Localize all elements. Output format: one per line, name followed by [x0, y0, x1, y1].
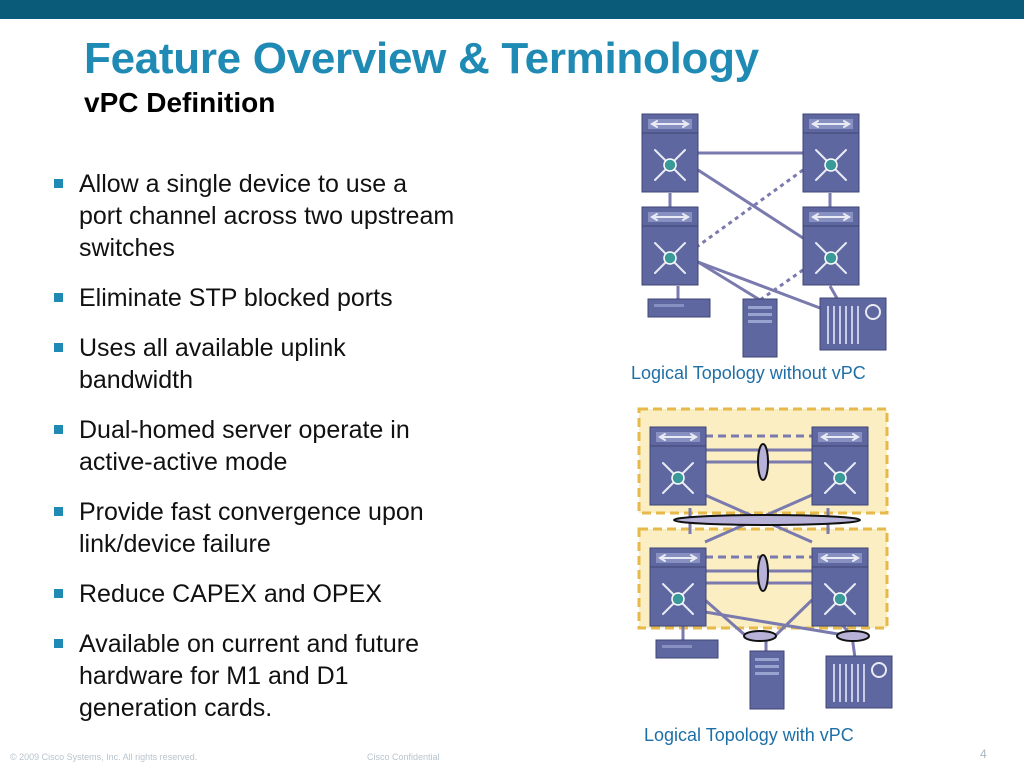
- bullet-item: Available on current and future hardware …: [54, 628, 534, 724]
- copyright-footer: © 2009 Cisco Systems, Inc. All rights re…: [10, 752, 198, 762]
- bullet-text-line: link/device failure: [79, 530, 271, 558]
- slide-subtitle: vPC Definition: [84, 87, 276, 118]
- bullet-square-icon: [54, 425, 63, 434]
- bullet-square-icon: [54, 343, 63, 352]
- bullet-list: Allow a single device to use a port chann…: [54, 168, 534, 742]
- top-bar: [0, 0, 1024, 19]
- bullet-text-line: Eliminate STP blocked ports: [79, 284, 393, 312]
- switch-icon: [811, 426, 869, 506]
- bullet-text-line: generation cards.: [79, 694, 273, 722]
- bullet-text-line: Allow a single device to use a: [79, 170, 407, 198]
- bullet-item: Dual-homed server operate in active-activ…: [54, 414, 534, 478]
- blocked-links: [697, 168, 804, 302]
- bullet-item: Eliminate STP blocked ports: [54, 282, 534, 314]
- bullet-square-icon: [54, 293, 63, 302]
- caption-without-vpc: Logical Topology without vPC: [631, 363, 866, 383]
- switch-icon: [802, 113, 860, 193]
- switch-icon: [641, 113, 699, 193]
- page-number: 4: [980, 747, 987, 761]
- bullet-item: Reduce CAPEX and OPEX: [54, 578, 534, 610]
- bullet-item: Uses all available uplink bandwidth: [54, 332, 534, 396]
- topology-without-vpc: [641, 113, 887, 358]
- server-icon: [749, 650, 785, 710]
- bullet-text-line: active-active mode: [79, 448, 288, 476]
- bullet-text-line: Available on current and future: [79, 630, 420, 658]
- bullet-text-line: Dual-homed server operate in: [79, 416, 410, 444]
- port-channel-ellipses: [673, 443, 870, 642]
- switch-icon: [649, 547, 707, 627]
- bullet-text-line: Uses all available uplink: [79, 334, 346, 362]
- bullet-text-line: switches: [79, 234, 175, 262]
- bullet-square-icon: [54, 507, 63, 516]
- storage-icon: [825, 655, 893, 709]
- bullet-text-line: bandwidth: [79, 366, 193, 394]
- confidential-footer: Cisco Confidential: [367, 752, 440, 762]
- server-icon: [742, 298, 778, 358]
- bullet-text-line: port channel across two upstream: [79, 202, 455, 230]
- peer-keepalive-links: [705, 434, 812, 559]
- switch-icon: [641, 206, 699, 286]
- switch-icon: [802, 206, 860, 286]
- host-icon: [647, 298, 711, 318]
- bullet-text-line: Reduce CAPEX and OPEX: [79, 580, 382, 608]
- storage-icon: [819, 297, 887, 351]
- slide-title: Feature Overview & Terminology: [84, 34, 759, 83]
- switch-icon: [811, 547, 869, 627]
- bullet-item: Provide fast convergence upon link/device…: [54, 496, 534, 560]
- topology-with-vpc: [637, 407, 893, 710]
- caption-with-vpc: Logical Topology with vPC: [644, 725, 854, 745]
- bullet-square-icon: [54, 639, 63, 648]
- bullet-text-line: Provide fast convergence upon: [79, 498, 424, 526]
- bullet-item: Allow a single device to use a port chann…: [54, 168, 534, 264]
- bullet-square-icon: [54, 589, 63, 598]
- switch-icon: [649, 426, 707, 506]
- bullet-square-icon: [54, 179, 63, 188]
- bullet-text-line: hardware for M1 and D1: [79, 662, 349, 690]
- host-icon: [655, 639, 719, 659]
